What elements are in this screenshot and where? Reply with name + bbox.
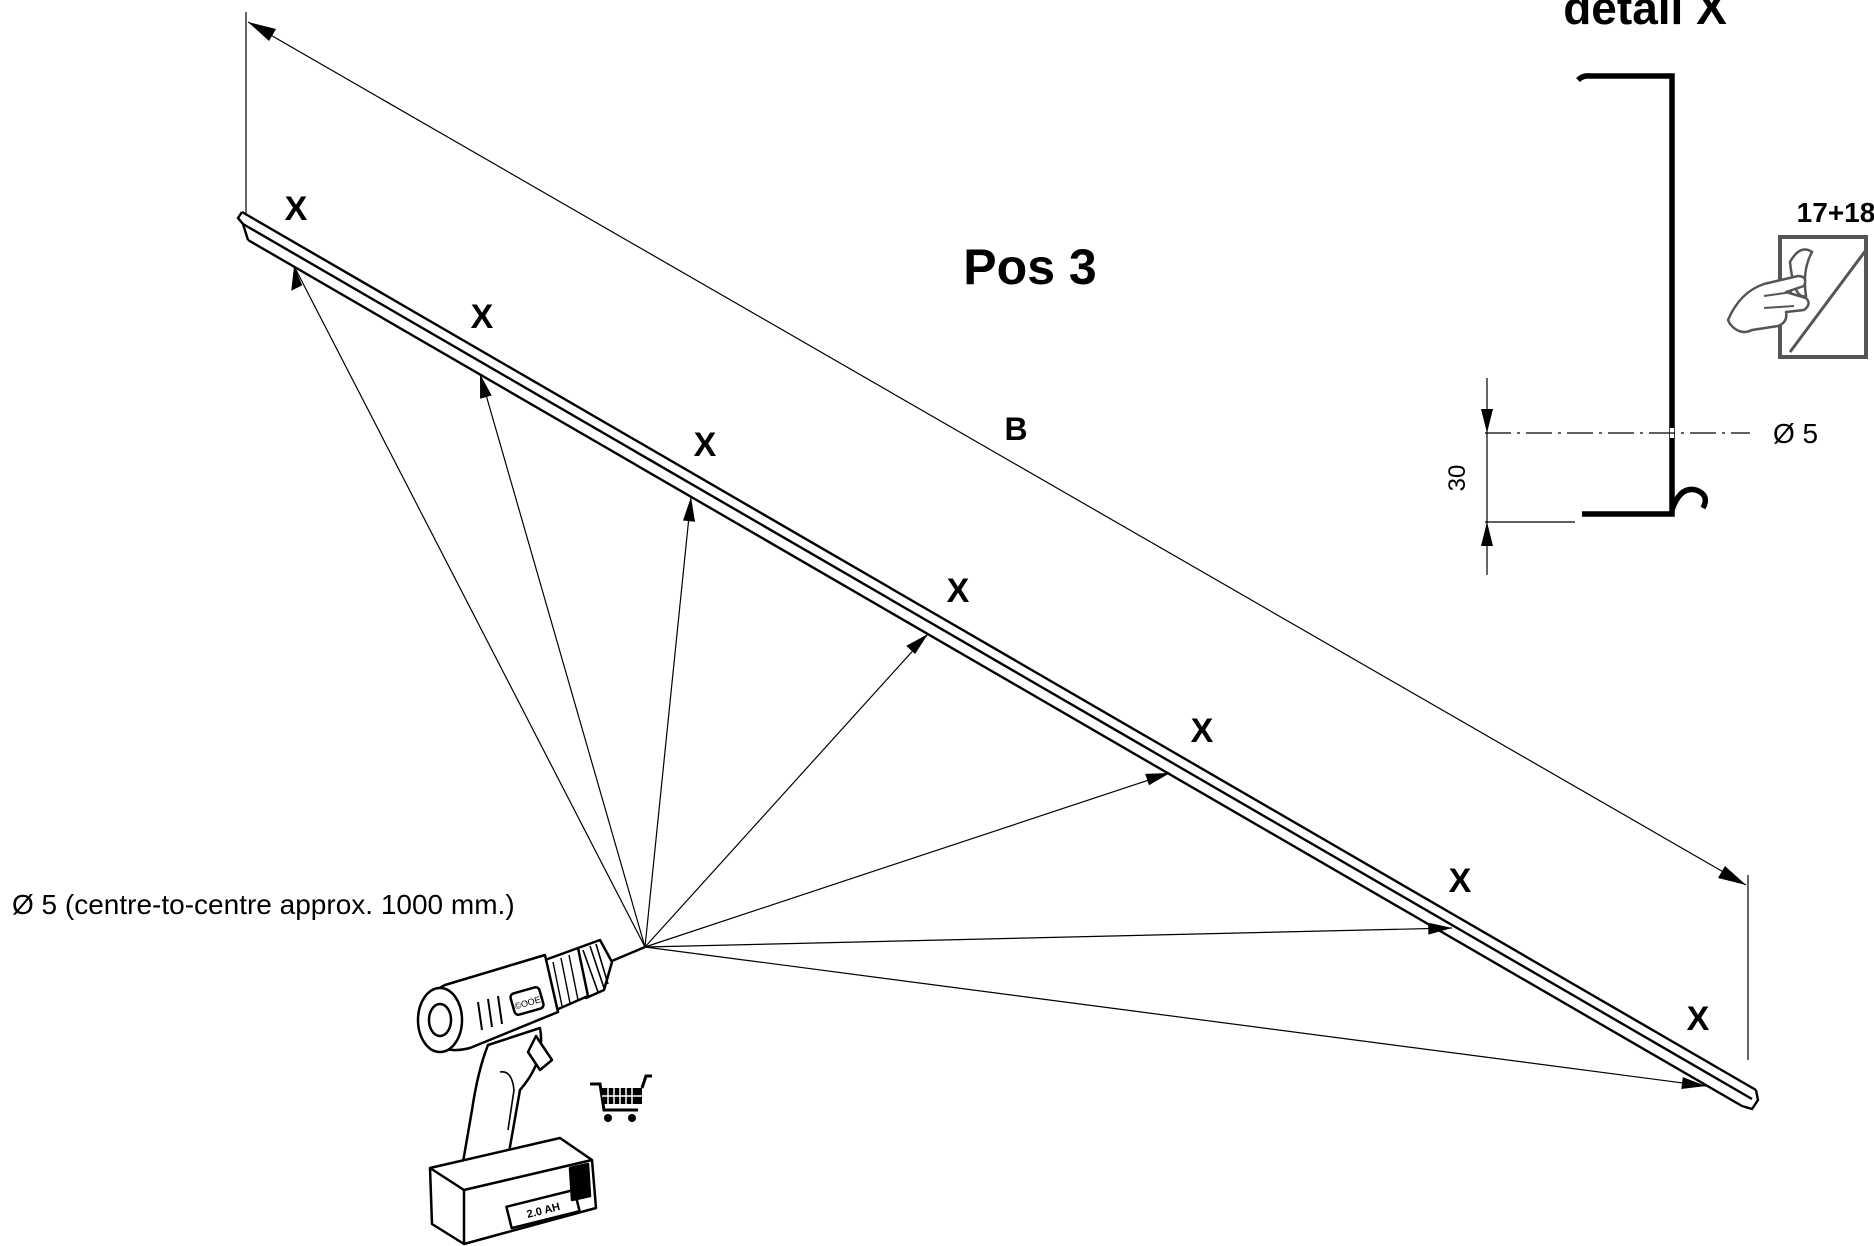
drill-line-4	[644, 633, 929, 948]
hole-marker-x-5: X	[1191, 712, 1214, 750]
hole-markers: X X X X X X X	[285, 190, 1710, 1038]
dimension-b: B	[245, 12, 1749, 1060]
detail-x: detail X Ø 5 30	[1444, 0, 1818, 575]
cordless-drill-icon: ©OOE 2.0 AH	[416, 938, 646, 1246]
rail-mid-edge	[242, 222, 1753, 1101]
hole-arrow-7	[1681, 1077, 1706, 1089]
peel-off-film-icon	[1726, 235, 1868, 359]
shopping-cart-icon	[590, 1074, 652, 1122]
drill-lines	[291, 265, 1707, 1089]
hole-arrow-5	[1145, 773, 1170, 786]
drill-line-3	[644, 496, 692, 948]
step-reference-label: 17+18	[1797, 197, 1874, 228]
dimension-label-b: B	[1004, 411, 1027, 447]
detail-dimension-30: 30	[1444, 465, 1471, 492]
rail-end-cap	[1741, 1089, 1760, 1111]
position-title: Pos 3	[963, 239, 1096, 295]
detail-title: detail X	[1563, 0, 1727, 34]
drill-line-6	[644, 927, 1453, 948]
drill-note: Ø 5 (centre-to-centre approx. 1000 mm.)	[12, 889, 515, 920]
hole-arrow-6	[1428, 922, 1452, 935]
hole-arrow-3	[683, 497, 695, 522]
detail-arrow-top	[1481, 409, 1493, 433]
hole-arrow-2	[480, 374, 492, 399]
rail-top-edge	[241, 210, 1757, 1092]
dimension-arrow-right	[1718, 866, 1746, 885]
drill-line-7	[644, 946, 1707, 1087]
drill-line-1	[293, 265, 646, 948]
dimension-line-b	[247, 21, 1747, 886]
step-reference: 17+18	[1726, 197, 1874, 359]
detail-profile-lip	[1669, 486, 1709, 511]
detail-profile	[1576, 73, 1675, 517]
rail-bottom-edge	[247, 238, 1743, 1108]
hole-marker-x-2: X	[471, 298, 494, 336]
detail-hole-label: Ø 5	[1773, 418, 1818, 449]
detail-arrow-bottom	[1481, 522, 1493, 546]
hole-marker-x-7: X	[1687, 1000, 1710, 1038]
rail-start-cap	[236, 211, 250, 241]
hole-marker-x-6: X	[1449, 862, 1472, 900]
hole-arrow-4	[906, 634, 928, 654]
hole-marker-x-1: X	[285, 190, 308, 228]
drill-line-2	[479, 373, 646, 948]
rail-profile	[236, 210, 1760, 1111]
hole-arrow-1	[291, 266, 303, 291]
drill-line-5	[644, 772, 1171, 948]
dimension-arrow-left	[248, 22, 276, 41]
hole-marker-x-4: X	[947, 572, 970, 610]
hole-marker-x-3: X	[694, 426, 717, 464]
